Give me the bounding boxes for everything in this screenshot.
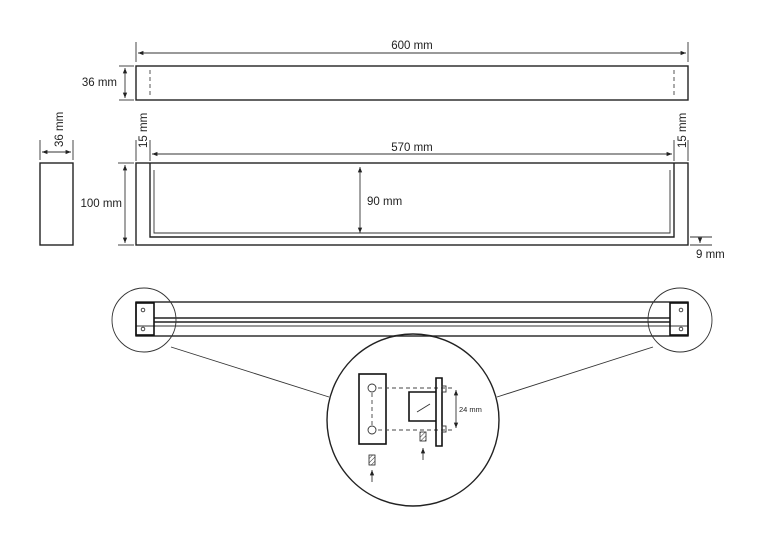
front-view-outline [135,162,689,246]
top-height-label: 36 mm [82,77,117,89]
side-view: 36 mm [39,112,74,246]
side-view-outline [39,162,74,246]
right-inset-label: 15 mm [677,113,689,148]
rear-view-outline [135,301,689,337]
front-height-label: 100 mm [80,198,122,210]
left-bracket [135,302,155,336]
front-view: 100 mm 570 mm 15 mm 15 mm 90 mm 9 mm [80,113,724,261]
top-view-outline [135,65,689,101]
right-bracket [669,302,689,336]
detail-circle [326,333,500,507]
bottom-gap-label: 9 mm [696,249,725,261]
bracket-plate [358,373,387,445]
lower-hole [367,425,377,435]
left-inset-label: 15 mm [138,113,150,148]
inner-width-label: 570 mm [391,142,433,154]
detail-spacing-label: 24 mm [459,405,482,414]
rear-view [111,287,713,398]
side-depth-label: 36 mm [54,112,66,147]
top-width-label: 600 mm [391,40,433,52]
mounting-hole-icon [140,307,146,313]
inner-height-label: 90 mm [367,196,402,208]
wall-clip [435,377,443,447]
top-view: 600 mm 36 mm [82,40,689,101]
upper-hole [367,383,377,393]
magnifier-circle-icon [111,287,177,353]
screw-icon [419,431,427,442]
detail-view: 24 mm [326,333,500,507]
